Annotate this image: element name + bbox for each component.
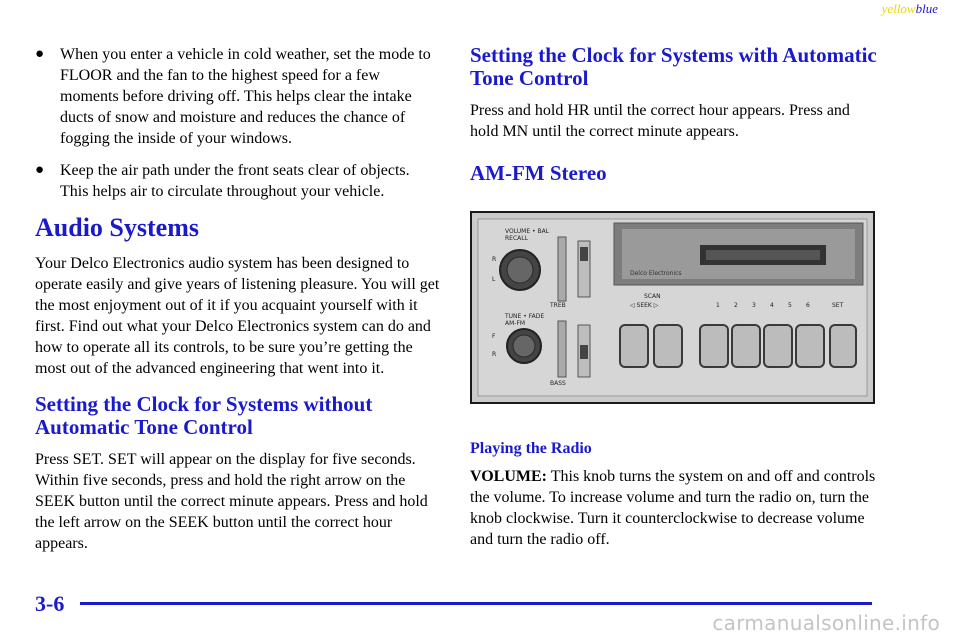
right-column: Setting the Clock for Systems with Autom… bbox=[470, 44, 880, 564]
bullet-text: Keep the air path under the front seats … bbox=[60, 162, 410, 200]
bullet-item: ● When you enter a vehicle in cold weath… bbox=[35, 44, 440, 149]
audio-systems-text: Your Delco Electronics audio system has … bbox=[35, 255, 440, 377]
radio-illustration: VOLUME • BAL RECALL R L TUNE • FADE AM-F… bbox=[470, 211, 875, 404]
volume-description: VOLUME: This knob turns the system on an… bbox=[470, 466, 880, 550]
audio-systems-heading: Audio Systems bbox=[35, 213, 199, 242]
bullet-icon: ● bbox=[35, 46, 45, 62]
set-label: SET bbox=[832, 302, 844, 309]
volume-text: This knob turns the system on and off an… bbox=[470, 468, 876, 548]
radio-push-button bbox=[619, 324, 649, 368]
clock-with-heading: Setting the Clock for Systems with Autom… bbox=[470, 43, 877, 90]
radio-push-button bbox=[699, 324, 729, 368]
print-color-label: yellowblue bbox=[882, 1, 938, 17]
watermark: carmanualsonline.info bbox=[712, 611, 940, 635]
radio-push-button bbox=[653, 324, 683, 368]
clock-without-heading: Setting the Clock for Systems without Au… bbox=[35, 392, 373, 439]
amfm-heading: AM-FM Stereo bbox=[470, 161, 607, 185]
preset-number: 5 bbox=[788, 302, 792, 309]
radio-push-button bbox=[829, 324, 857, 368]
tune-label: TUNE • FADE bbox=[504, 313, 544, 320]
radio-push-button bbox=[731, 324, 761, 368]
amfm-label: AM-FM bbox=[505, 320, 525, 327]
preset-number: 3 bbox=[752, 302, 756, 309]
bullet-text: When you enter a vehicle in cold weather… bbox=[60, 46, 431, 147]
radio-faceplate-drawing: VOLUME • BAL RECALL R L TUNE • FADE AM-F… bbox=[472, 213, 873, 402]
blue-label: blue bbox=[915, 1, 938, 16]
preset-number-row: 1 2 3 4 5 6 bbox=[716, 302, 810, 309]
bullet-icon: ● bbox=[35, 162, 45, 178]
scan-label: SCAN bbox=[644, 293, 661, 300]
bass-slider bbox=[580, 345, 588, 359]
bass-label: BASS bbox=[550, 380, 566, 387]
preset-number: 2 bbox=[734, 302, 738, 309]
playing-radio-heading: Playing the Radio bbox=[470, 440, 592, 457]
treble-slider bbox=[580, 247, 588, 261]
seek-label: ◁ SEEK ▷ bbox=[630, 302, 659, 309]
l-label: L bbox=[492, 276, 496, 283]
yellow-label: yellow bbox=[881, 1, 916, 16]
clock-with-text: Press and hold HR until the correct hour… bbox=[470, 102, 850, 140]
page-number: 3-6 bbox=[35, 591, 65, 616]
volume-term: VOLUME: bbox=[470, 468, 548, 485]
r2-label: R bbox=[492, 351, 496, 358]
recall-label: RECALL bbox=[505, 235, 529, 242]
preset-number: 1 bbox=[716, 302, 720, 309]
clock-without-text: Press SET. SET will appear on the displa… bbox=[35, 451, 428, 552]
r-label: R bbox=[492, 256, 496, 263]
radio-button-row bbox=[619, 324, 857, 368]
footer-rule bbox=[80, 602, 872, 605]
radio-push-button bbox=[763, 324, 793, 368]
treb-label: TREB bbox=[549, 302, 566, 309]
preset-number: 6 bbox=[806, 302, 810, 309]
brand-label: Delco Electronics bbox=[630, 270, 682, 277]
left-column: ● When you enter a vehicle in cold weath… bbox=[35, 44, 440, 568]
f-label: F bbox=[492, 333, 496, 340]
bullet-item: ● Keep the air path under the front seat… bbox=[35, 160, 440, 202]
radio-push-button bbox=[795, 324, 825, 368]
preset-number: 4 bbox=[770, 302, 774, 309]
volume-label: VOLUME • BAL bbox=[505, 228, 550, 235]
